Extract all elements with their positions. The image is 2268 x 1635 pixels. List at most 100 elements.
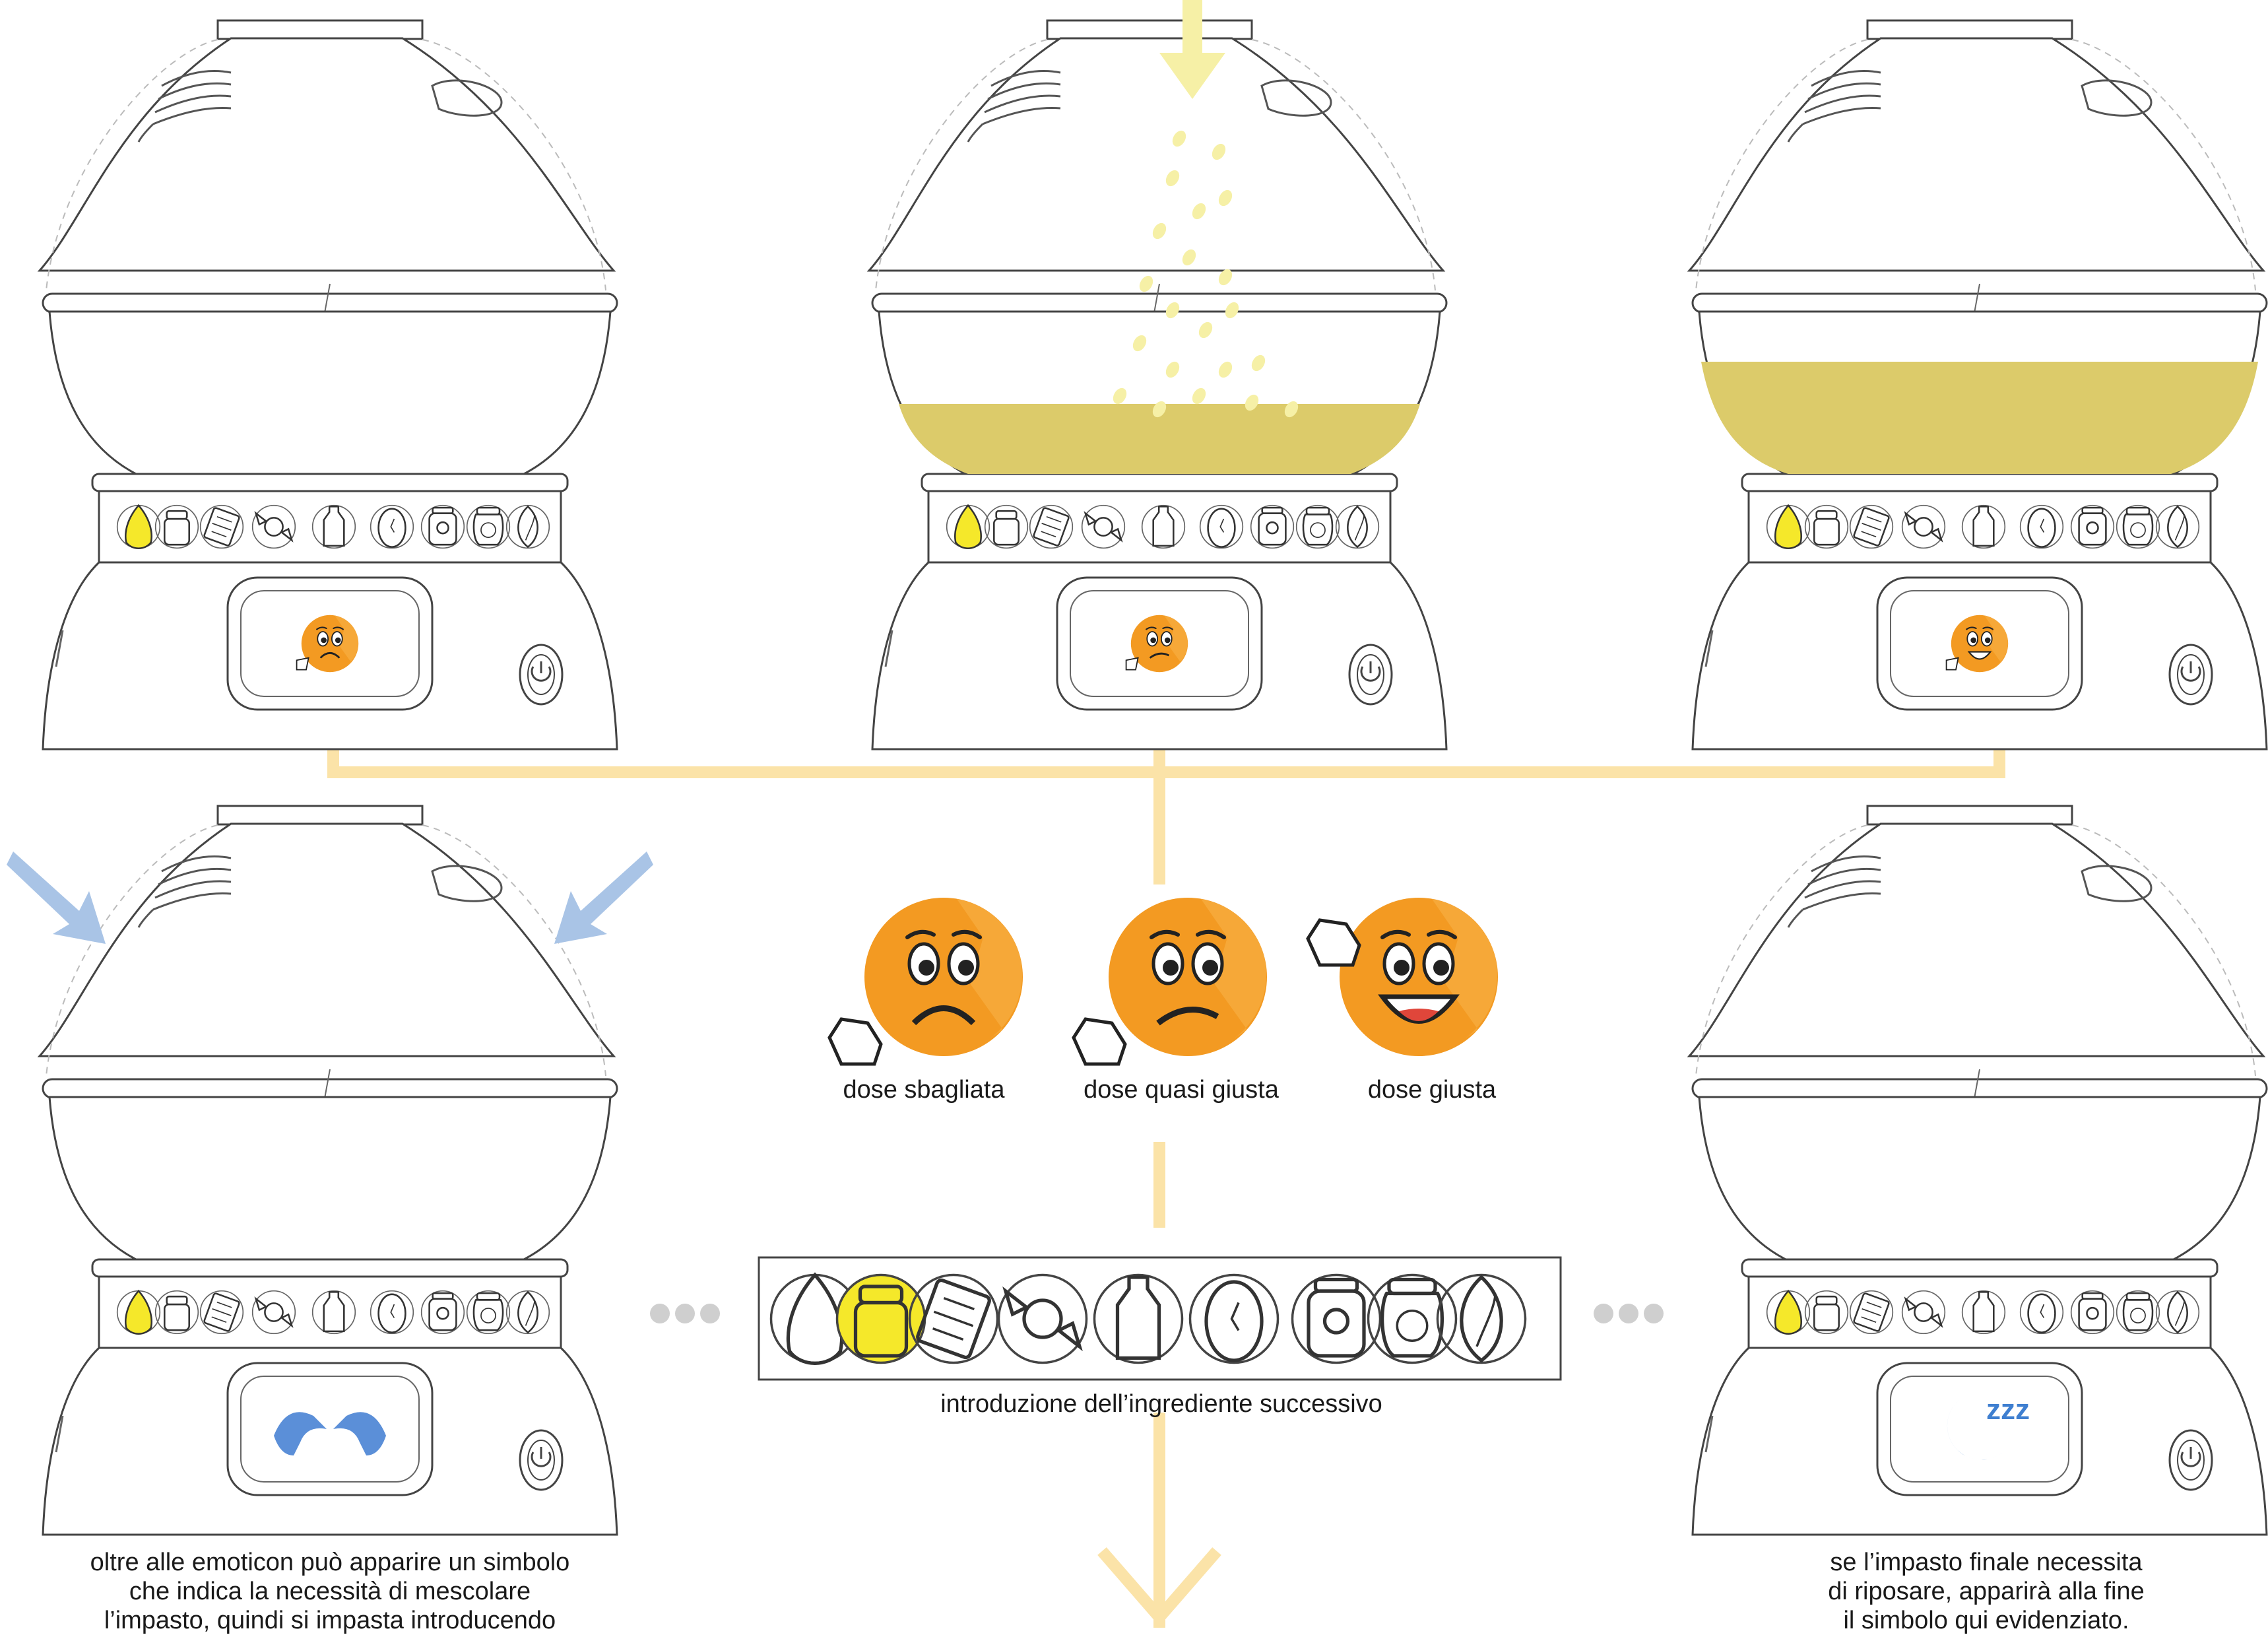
sleep-zzz-text: zzz xyxy=(1986,1393,2030,1426)
caption-left-line-1: oltre alle emoticon può apparire un simb… xyxy=(90,1549,570,1576)
machine-bottom-right: zzz xyxy=(1688,805,2268,1536)
dough-fill xyxy=(899,404,1420,474)
press-arrow-right-icon xyxy=(554,851,653,944)
ingredient-strip xyxy=(116,1290,550,1335)
egg-icon xyxy=(2019,504,2064,549)
strip-caption: introduzione dell’ingrediente successivo xyxy=(940,1390,1382,1418)
machine-top-left xyxy=(38,19,618,751)
seed-icon xyxy=(1766,504,1811,549)
seed-icon xyxy=(1766,1290,1811,1335)
hand-icon xyxy=(1072,1017,1127,1066)
ingredient-strip xyxy=(116,504,550,549)
leaf-icon xyxy=(2155,1290,2200,1335)
panel-jar-icon xyxy=(835,1273,926,1364)
label-dose-quasi-giusta: dose quasi giusta xyxy=(1084,1076,1279,1104)
machine-bottom-left xyxy=(38,805,618,1536)
candy-icon xyxy=(1081,504,1126,549)
egg-icon xyxy=(1199,504,1244,549)
milk-bottle-icon xyxy=(311,1290,356,1335)
milk-bottle-icon xyxy=(1961,1290,2006,1335)
screen-happy xyxy=(1945,614,2009,673)
candy-icon xyxy=(251,1290,296,1335)
honey-jar-icon xyxy=(2116,504,2160,549)
emoticon-dose-quasi-giusta xyxy=(1072,898,1267,1066)
panel-chocolate-icon xyxy=(908,1273,999,1364)
panel-egg-icon xyxy=(1188,1273,1280,1364)
caption-right-line-2: di riposare, apparirà alla fine xyxy=(1828,1578,2145,1605)
flow-down-arrow xyxy=(1097,1547,1221,1626)
caption-right-line-1: se l’impasto finale necessita xyxy=(1830,1549,2143,1576)
egg-icon xyxy=(370,504,414,549)
flow-connector xyxy=(327,746,2005,1628)
honey-jar-icon xyxy=(466,504,511,549)
chocolate-icon xyxy=(1849,504,1894,549)
ellipsis-left xyxy=(650,1304,720,1323)
hand-icon xyxy=(827,1017,883,1066)
panel-cow-jar-icon xyxy=(1291,1273,1382,1364)
ingredient-strip xyxy=(1766,504,2200,549)
panel-honey-jar-icon xyxy=(1367,1273,1458,1364)
seed-icon xyxy=(946,504,990,549)
egg-icon xyxy=(2019,1290,2064,1335)
emoticon-dose-giusta xyxy=(1306,898,1498,1056)
ingredient-strip xyxy=(946,504,1380,549)
meh-face-icon xyxy=(1125,614,1189,673)
label-dose-sbagliata: dose sbagliata xyxy=(843,1076,1005,1104)
press-arrow-left-icon xyxy=(7,851,106,944)
panel-leaf-icon xyxy=(1436,1273,1527,1364)
honey-jar-icon xyxy=(2116,1290,2160,1335)
panel-candy-icon xyxy=(997,1273,1088,1364)
candy-icon xyxy=(1901,504,1946,549)
panel-milk-bottle-icon xyxy=(1093,1273,1184,1364)
egg-icon xyxy=(370,1290,414,1335)
jar-icon xyxy=(1804,1290,1849,1335)
press-arrows xyxy=(7,851,653,944)
milk-bottle-icon xyxy=(1141,504,1186,549)
milk-bottle-icon xyxy=(311,504,356,549)
leaf-icon xyxy=(2155,504,2200,549)
hand-icon xyxy=(1306,918,1361,967)
mixing-hands-icon xyxy=(274,1412,386,1455)
screen-sleep: zzz xyxy=(1947,1393,2030,1460)
cow-jar-icon xyxy=(1250,504,1295,549)
sad-face-icon xyxy=(296,614,360,673)
caption-left-line-2: che indica la necessità di mescolare xyxy=(129,1578,531,1605)
screen-sad xyxy=(296,614,360,673)
screen-hands xyxy=(274,1412,386,1455)
leaf-icon xyxy=(505,504,550,549)
leaf-icon xyxy=(1335,504,1380,549)
caption-right: se l’impasto finale necessita di riposar… xyxy=(1735,1548,2237,1635)
jar-icon xyxy=(154,504,199,549)
chocolate-icon xyxy=(1849,1290,1894,1335)
jar-icon xyxy=(154,1290,199,1335)
cow-jar-icon xyxy=(420,1290,465,1335)
happy-face-icon xyxy=(1945,614,2009,673)
candy-icon xyxy=(251,504,296,549)
honey-jar-icon xyxy=(466,1290,511,1335)
honey-jar-icon xyxy=(1295,504,1340,549)
next-ingredient-panel xyxy=(758,1256,1562,1381)
caption-left-line-3: l’impasto, quindi si impasta introducend… xyxy=(104,1607,556,1634)
seed-icon xyxy=(116,504,161,549)
jar-icon xyxy=(1804,504,1849,549)
pour-stream xyxy=(1113,0,1299,418)
cow-jar-icon xyxy=(2070,504,2115,549)
chocolate-icon xyxy=(1029,504,1074,549)
sleep-moon-icon: zzz xyxy=(1947,1393,2030,1460)
dough-fill xyxy=(1701,362,2258,474)
seed-icon xyxy=(116,1290,161,1335)
emoticon-dose-sbagliata xyxy=(827,898,1023,1066)
leaf-icon xyxy=(505,1290,550,1335)
milk-bottle-icon xyxy=(1961,504,2006,549)
jar-icon xyxy=(984,504,1029,549)
candy-icon xyxy=(1901,1290,1946,1335)
cow-jar-icon xyxy=(420,504,465,549)
screen-meh xyxy=(1125,614,1189,673)
ellipsis-right xyxy=(1594,1304,1664,1323)
chocolate-icon xyxy=(199,504,244,549)
machine-top-center xyxy=(868,0,1448,751)
machine-top-right xyxy=(1688,19,2268,751)
label-dose-giusta: dose giusta xyxy=(1367,1076,1497,1104)
cow-jar-icon xyxy=(2070,1290,2115,1335)
